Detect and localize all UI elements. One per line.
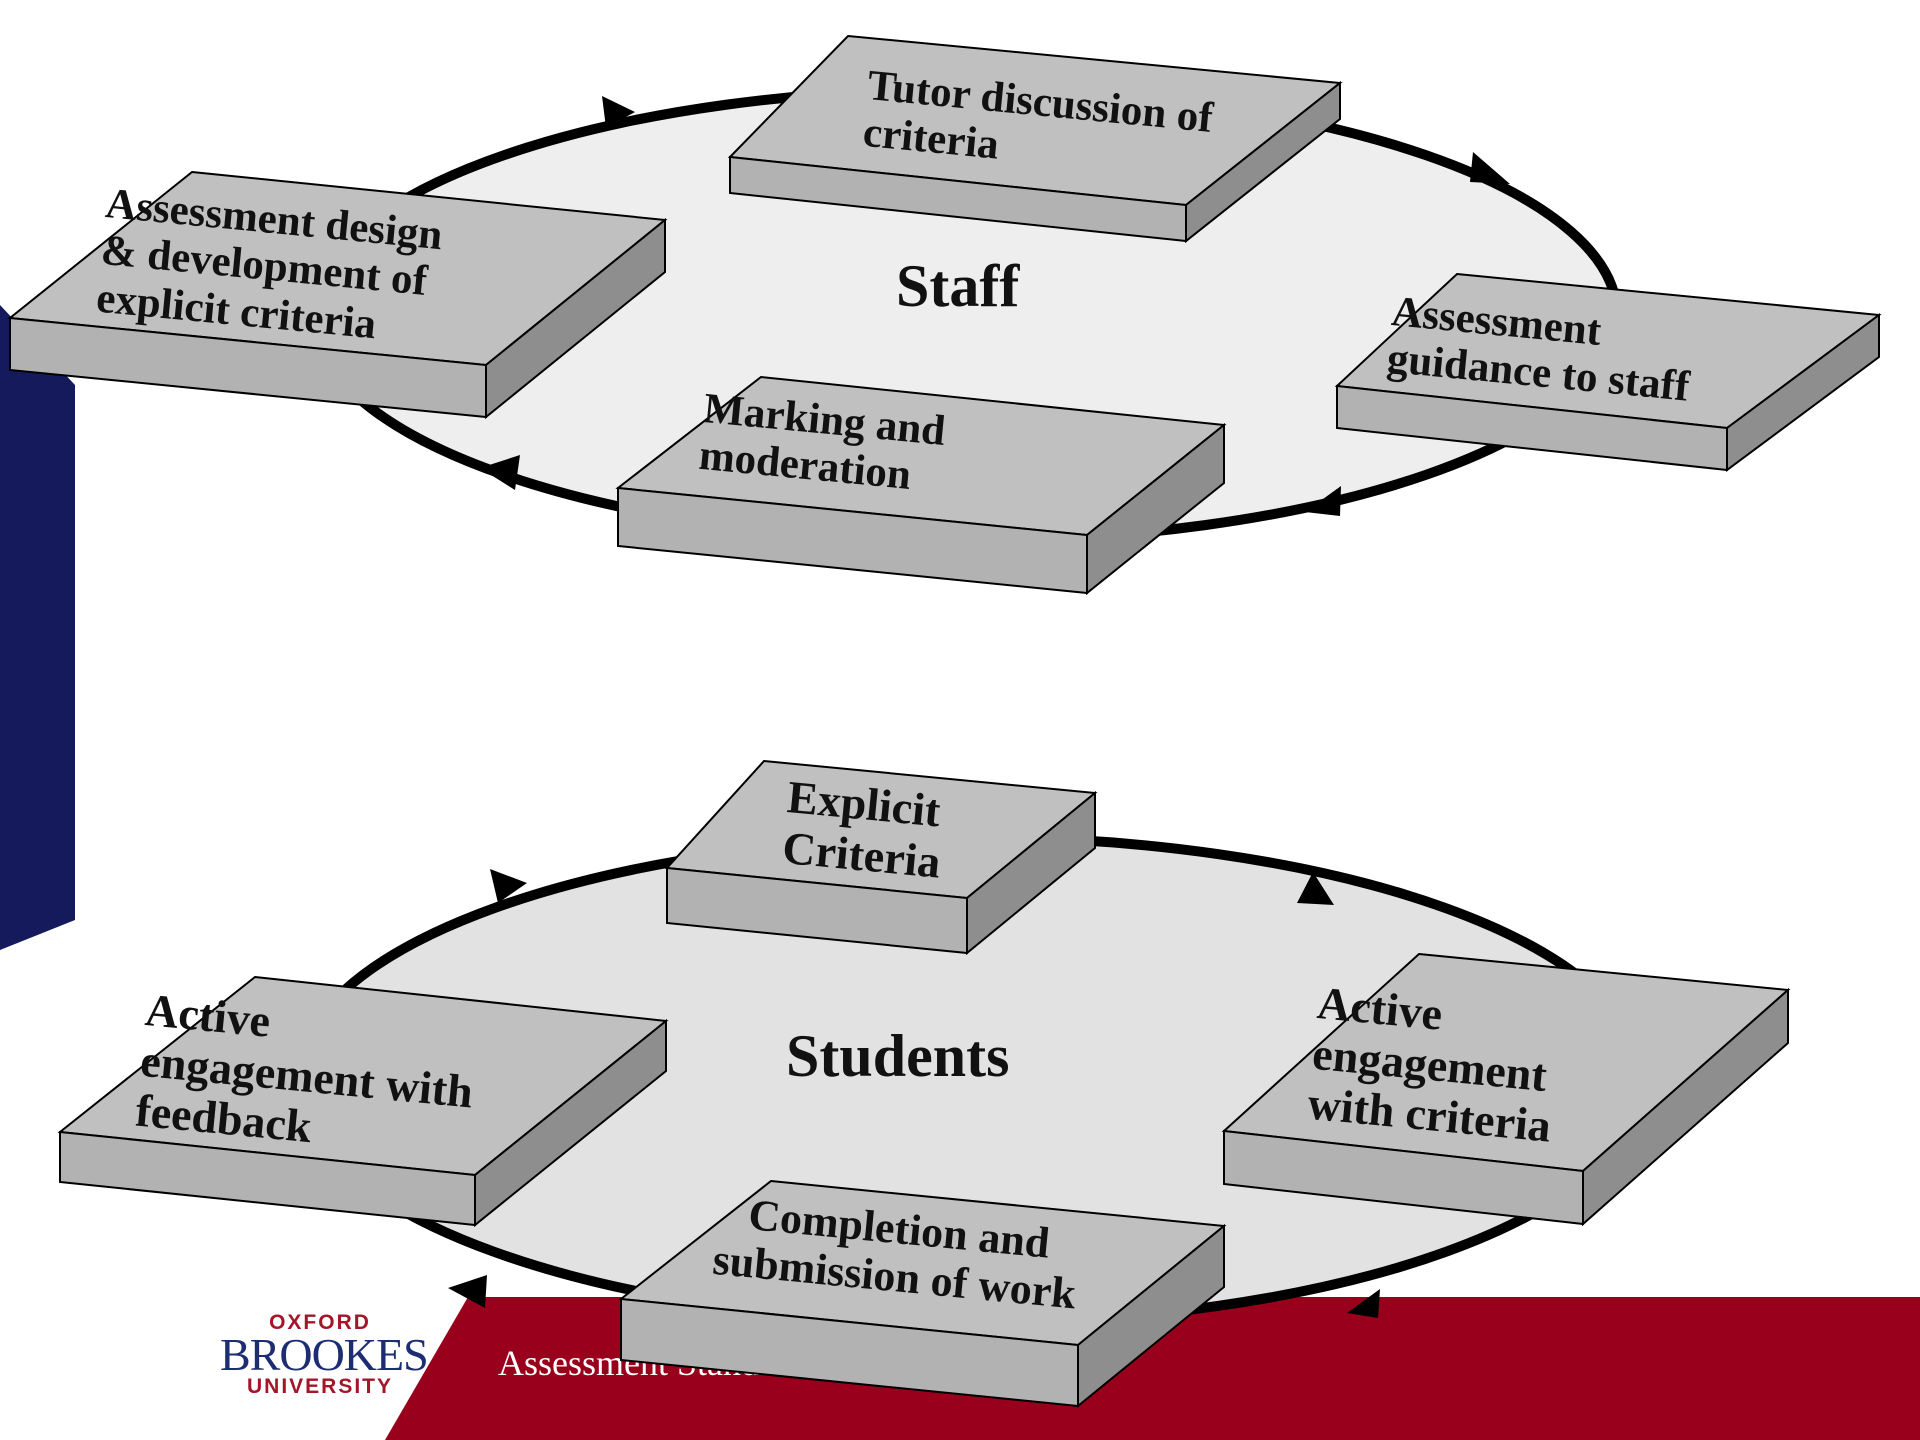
staff-arrow-top-right bbox=[1470, 152, 1510, 184]
box-students-engage-feedback-side bbox=[474, 1018, 667, 1228]
students-arrow-top-right bbox=[1297, 872, 1334, 905]
students-arrow-bottom-right bbox=[1347, 1289, 1380, 1318]
oxford-brookes-logo: OXFORD BROOKES UNIVERSITY bbox=[220, 1311, 429, 1398]
students-arrow-top-left bbox=[490, 869, 527, 903]
staff-arrow-bottom-right bbox=[1305, 486, 1341, 516]
students-cycle-title: Students bbox=[786, 1023, 1010, 1089]
navy-side-banner bbox=[0, 305, 75, 950]
students-arrow-bottom-left bbox=[448, 1275, 487, 1308]
logo-line-university: UNIVERSITY bbox=[246, 1375, 394, 1398]
staff-arrow-bottom-left bbox=[480, 455, 520, 490]
box-staff-tutor-side bbox=[1185, 80, 1341, 244]
logo-line-oxford: OXFORD bbox=[269, 1311, 371, 1334]
staff-arrow-top-left bbox=[602, 96, 635, 128]
box-students-engage-criteria-side bbox=[1582, 987, 1789, 1227]
box-staff-design-side bbox=[485, 217, 666, 420]
footer-title: Assessment Standards Knowledge bbox=[498, 1343, 994, 1383]
staff-cycle-title: Staff bbox=[896, 253, 1020, 319]
box-staff-marking-side bbox=[1086, 422, 1225, 596]
logo-line-brookes: BROOKES bbox=[220, 1329, 429, 1380]
students-step-engagement-criteria: Active engagement with criteria bbox=[1305, 977, 1554, 1152]
students-step-engagement-feedback: Active engagement with feedback bbox=[133, 984, 476, 1153]
box-staff-guidance-side bbox=[1726, 313, 1880, 472]
students-step-explicit-criteria: Explicit Criteria bbox=[780, 771, 943, 888]
box-students-explicit-side bbox=[966, 790, 1096, 956]
